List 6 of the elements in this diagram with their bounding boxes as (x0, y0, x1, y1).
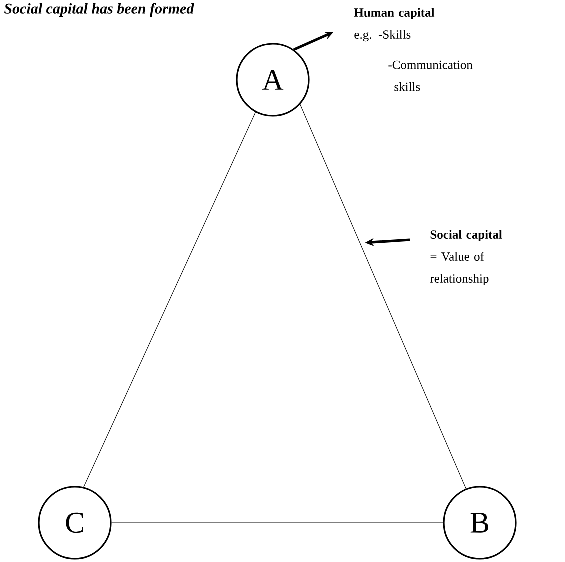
connecting-line (300, 104, 467, 490)
annotation-text: Human capital e.g. -Skills -Communication skills (354, 8, 473, 92)
connecting-line (112, 522, 444, 524)
annotation-text: Social capital = Value of relationship (430, 230, 502, 286)
connecting-line (84, 112, 256, 488)
title: Social capital has been formed (4, 3, 194, 17)
